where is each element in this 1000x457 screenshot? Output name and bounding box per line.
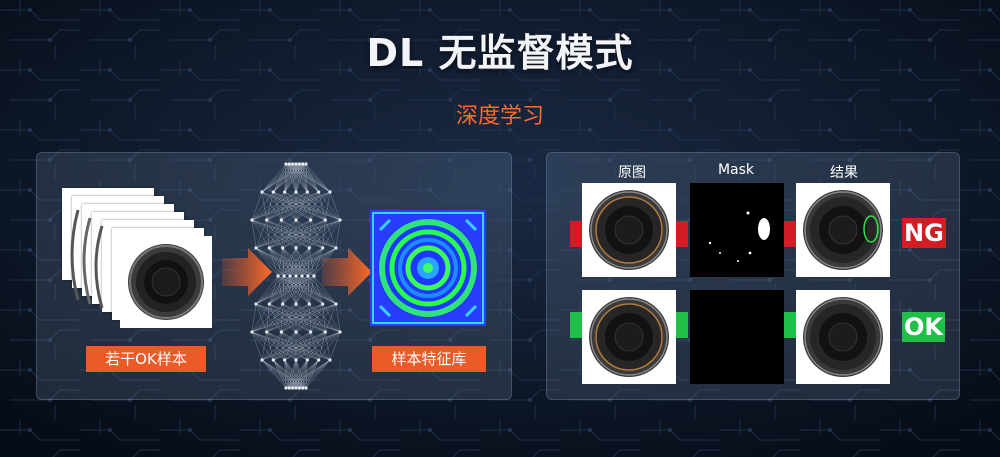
neural-network-icon — [250, 162, 342, 390]
network-node — [304, 386, 308, 390]
network-node — [294, 302, 298, 306]
network-node — [317, 190, 321, 194]
network-node — [265, 330, 269, 334]
network-node — [305, 358, 309, 362]
network-node — [305, 190, 309, 194]
network-node — [334, 302, 338, 306]
network-node — [328, 358, 332, 362]
network-node — [288, 274, 292, 278]
network-node — [294, 190, 298, 194]
page-subtitle: 深度学习 — [455, 104, 544, 129]
network-node — [307, 246, 311, 250]
network-node — [250, 218, 254, 222]
ng-indicator-bar — [570, 221, 582, 247]
network-node — [284, 162, 288, 166]
ok-samples-label: 若干OK样本 — [86, 346, 206, 372]
network-node — [321, 302, 325, 306]
network-node — [267, 302, 271, 306]
network-node — [260, 190, 264, 194]
network-node — [321, 246, 325, 250]
page-title: DL 无监督模式 — [366, 31, 634, 75]
ng-original-image — [582, 183, 676, 277]
ng-mask-image — [690, 183, 784, 277]
network-node — [294, 274, 298, 278]
network-node — [284, 386, 288, 390]
network-node — [281, 246, 285, 250]
network-node — [287, 162, 291, 166]
network-node — [301, 162, 305, 166]
column-header-result: 结果 — [830, 165, 858, 181]
network-node — [291, 386, 295, 390]
ok-indicator-bar — [570, 312, 582, 338]
network-node — [309, 218, 313, 222]
network-node — [317, 358, 321, 362]
ok-original-image — [582, 290, 676, 384]
network-node — [312, 274, 316, 278]
lens-sample-image — [120, 236, 212, 328]
network-node — [254, 246, 258, 250]
network-node — [306, 274, 310, 278]
network-node — [309, 330, 313, 334]
ng-result-image — [796, 183, 890, 277]
ok-indicator-bar — [784, 312, 796, 338]
network-node — [279, 218, 283, 222]
network-node — [260, 358, 264, 362]
arrow-right-icon — [322, 248, 372, 296]
network-node — [301, 386, 305, 390]
ng-verdict-badge: NG — [902, 218, 946, 248]
network-node — [294, 386, 298, 390]
column-header-original: 原图 — [618, 165, 646, 181]
network-node — [281, 302, 285, 306]
ok-mask-image — [690, 290, 784, 384]
network-node — [338, 218, 342, 222]
network-node — [294, 330, 298, 334]
network-node — [287, 386, 291, 390]
network-node — [254, 302, 258, 306]
network-node — [323, 330, 327, 334]
network-node — [294, 162, 298, 166]
feature-library-label: 样本特征库 — [372, 346, 486, 372]
network-node — [338, 330, 342, 334]
network-node — [294, 358, 298, 362]
stack-edge-marks — [70, 209, 104, 309]
network-node — [267, 246, 271, 250]
network-node — [323, 218, 327, 222]
network-node — [304, 162, 308, 166]
ok-result-image — [796, 290, 890, 384]
network-node — [334, 246, 338, 250]
network-node — [250, 330, 254, 334]
ng-indicator-bar — [676, 221, 688, 247]
arrow-right-icon — [222, 248, 272, 296]
ok-indicator-bar — [676, 312, 688, 338]
network-node — [282, 274, 286, 278]
network-node — [307, 302, 311, 306]
ng-indicator-bar — [784, 221, 796, 247]
network-node — [297, 162, 301, 166]
network-node — [291, 162, 295, 166]
network-node — [265, 218, 269, 222]
network-node — [283, 190, 287, 194]
network-node — [294, 218, 298, 222]
feature-heatmap-image — [370, 210, 486, 326]
network-node — [271, 190, 275, 194]
network-node — [300, 274, 304, 278]
network-node — [294, 246, 298, 250]
column-header-mask: Mask — [717, 162, 755, 178]
network-node — [283, 358, 287, 362]
network-node — [276, 274, 280, 278]
network-node — [279, 330, 283, 334]
network-node — [328, 190, 332, 194]
ok-verdict-badge: OK — [902, 312, 945, 342]
network-node — [297, 386, 301, 390]
network-node — [271, 358, 275, 362]
